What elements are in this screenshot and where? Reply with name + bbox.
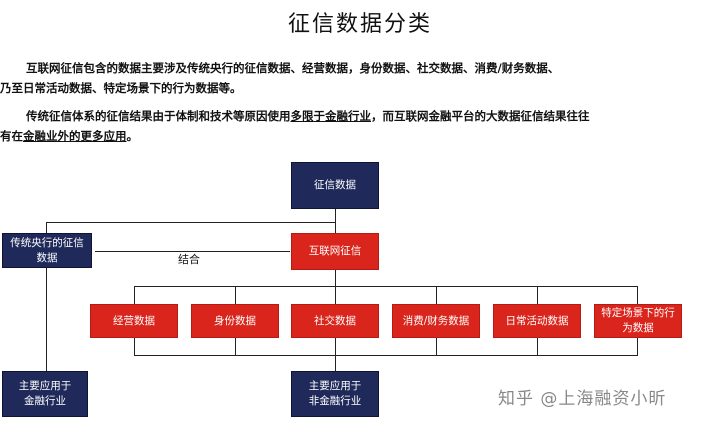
connector-internet-bus [335,270,336,286]
connector-traditional-app [46,268,47,371]
connector-cat-2-top [235,286,236,304]
node-category-5: 日常活动数据 [493,304,581,338]
connector-cat-5-top [537,286,538,304]
node-root-credit-data: 征信数据 [291,162,379,209]
paragraph-2-text: 。 [126,129,139,143]
connector-cat-3-top [335,286,336,304]
paragraph-2-text: 有在 [0,129,23,143]
underlined-phrase-more-applications: 金融业外的更多应用 [23,129,127,143]
paragraph-1-line-2: 乃至日常活动数据、特定场景下的行为数据等。 [0,81,242,95]
node-category-1: 经营数据 [90,304,178,338]
connector-category-bus-bottom [134,355,638,356]
underlined-phrase-finance-only: 多限于金融行业 [290,109,372,123]
connector-cat-3-bottom [335,338,336,371]
paragraph-1-line-1: 互联网征信包含的数据主要涉及传统央行的征信数据、经营数据，身份数据、社交数据、消… [26,61,560,75]
connector-cat-6-top [637,286,638,304]
node-category-4: 消费/财务数据 [392,304,480,338]
paragraph-2-line-2: 有在金融业外的更多应用。 [0,126,138,146]
watermark: 知乎 @上海融资小昕 [498,389,667,409]
combine-label: 结合 [178,253,200,266]
connector-category-bus-top [134,286,638,287]
connector-root-traditional-v [46,222,47,233]
connector-cat-4-top [436,286,437,304]
connector-root-internet [335,209,336,233]
node-category-2: 身份数据 [191,304,279,338]
connector-cat-4-bottom [436,338,437,355]
paragraph-2-text: ，而互联网金融平台的大数据征信结果往往 [371,109,590,123]
page-title: 征信数据分类 [287,12,432,37]
connector-cat-1-bottom [134,338,135,355]
connector-cat-1-top [134,286,135,304]
node-app-nonfinance: 主要应用于非金融行业 [291,371,379,417]
paragraph-2-line-1: 传统征信体系的征信结果由于体制和技术等原因使用多限于金融行业，而互联网金融平台的… [26,106,590,126]
node-traditional-central-bank: 传统央行的征信数据 [2,233,92,268]
connector-cat-6-bottom [637,338,638,355]
node-category-6: 特定场景下的行为数据 [594,304,682,338]
connector-combine [95,251,290,252]
node-app-finance: 主要应用于金融行业 [2,371,88,417]
paragraph-2-text: 传统征信体系的征信结果由于体制和技术等原因使用 [26,109,291,123]
connector-cat-5-bottom [537,338,538,355]
connector-root-traditional-h [46,222,336,223]
connector-cat-2-bottom [235,338,236,355]
node-internet-credit: 互联网征信 [291,233,379,270]
node-category-3: 社交数据 [291,304,379,338]
